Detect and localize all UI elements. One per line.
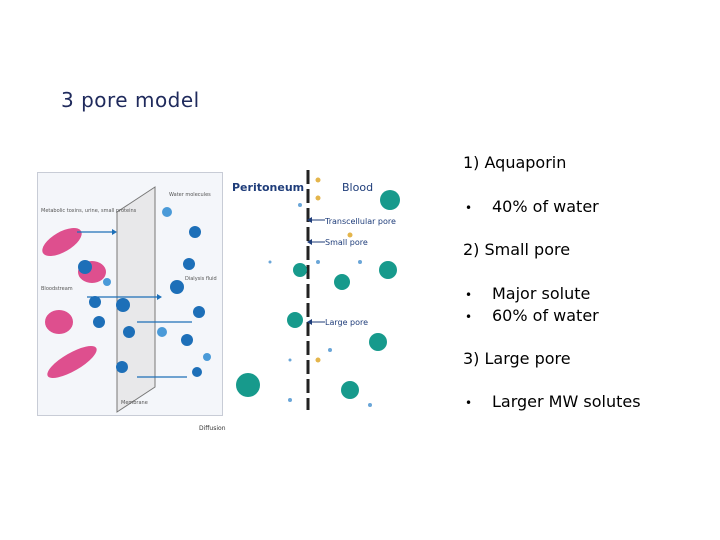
label-diffusion: Diffusion	[199, 425, 226, 432]
bullet: •	[465, 197, 472, 219]
bullet: •	[465, 306, 472, 328]
label-water: Water molecules	[169, 192, 211, 198]
label-transcellular: Transcellular pore	[324, 217, 396, 226]
bullet: •	[465, 284, 472, 306]
bullet-text: 40% of water	[492, 196, 599, 218]
label-dialysis: Dialysis fluid	[185, 276, 217, 282]
bullet: •	[465, 392, 472, 414]
slide-title: 3 pore model	[61, 88, 200, 112]
bullet-text: Larger MW solutes	[492, 391, 641, 413]
label-peritoneum: Peritoneum	[232, 181, 304, 194]
pore-schematic: Peritoneum Blood Transcellular pore Smal…	[230, 170, 410, 410]
label-blood: Blood	[342, 181, 373, 194]
list-item-aquaporin: 1) Aquaporin	[463, 152, 566, 174]
bullet-text: 60% of water	[492, 305, 599, 327]
label-large-pore: Large pore	[325, 318, 368, 327]
label-toxins: Metabolic toxins, urine, small proteins	[41, 208, 137, 214]
label-bloodstream: Bloodstream	[41, 286, 73, 292]
list-item-large-pore: 3) Large pore	[463, 348, 571, 370]
label-membrane: Membrane	[121, 400, 148, 406]
diffusion-illustration: Metabolic toxins, urine, small proteins …	[37, 172, 227, 432]
bullet-text: Major solute	[492, 283, 590, 305]
label-small-pore: Small pore	[325, 238, 368, 247]
list-item-small-pore: 2) Small pore	[463, 239, 570, 261]
